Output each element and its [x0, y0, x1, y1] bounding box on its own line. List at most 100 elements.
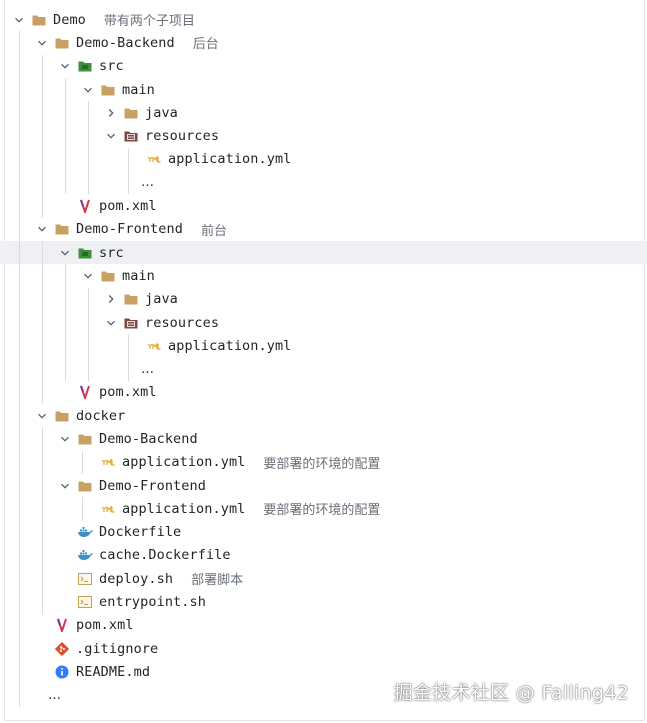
tree-item-label: pom.xml [99, 384, 157, 401]
chevron-down-icon[interactable] [58, 481, 72, 491]
tree-panel-frame [4, 0, 645, 721]
tree-row-demo-backend[interactable]: Demo-Backend 后台 [0, 31, 647, 55]
indent-guide [42, 310, 43, 335]
indent-guide [42, 287, 43, 311]
chevron-right-icon[interactable] [104, 108, 118, 118]
indent-guide [65, 357, 66, 381]
indent-guide [19, 497, 20, 521]
tree-item-label: docker [76, 407, 126, 424]
tree-row-frontend-src[interactable]: src [0, 240, 647, 265]
indent-guide [65, 101, 66, 125]
indent-guide [88, 334, 89, 358]
tree-row-frontend-application-yml[interactable]: application.yml [0, 334, 647, 358]
indent-guide [42, 240, 43, 265]
tree-item-label: application.yml [122, 500, 246, 517]
tree-row-gitignore[interactable]: .gitignore [0, 637, 647, 661]
indent-guide [42, 567, 43, 591]
tree-row-root-more: … [0, 683, 647, 707]
tree-row-docker-backend-application-yml[interactable]: application.yml 要部署的环境的配置 [0, 450, 647, 474]
tree-row-backend-main[interactable]: main [0, 77, 647, 102]
tree-row-dockerfile[interactable]: Dockerfile [0, 520, 647, 544]
tree-row-root-pom[interactable]: pom.xml [0, 613, 647, 638]
tree-row-backend-resources[interactable]: resources [0, 124, 647, 148]
tree-item-label: pom.xml [76, 617, 134, 634]
tree-item-comment: 要部署的环境的配置 [263, 456, 381, 472]
chevron-down-icon[interactable] [35, 411, 49, 421]
tree-row-entrypoint-sh[interactable]: entrypoint.sh [0, 590, 647, 614]
indent-guide [19, 637, 20, 661]
resources-folder-icon [123, 128, 139, 144]
tree-row-docker-demo-backend[interactable]: Demo-Backend [0, 427, 647, 451]
tree-row-readme[interactable]: README.md [0, 660, 647, 684]
chevron-down-icon[interactable] [35, 38, 49, 48]
source-folder-icon [77, 58, 93, 74]
tree-row-frontend-java[interactable]: java [0, 287, 647, 311]
folder-icon [123, 105, 139, 121]
tree-item-label: main [122, 81, 155, 98]
chevron-down-icon[interactable] [58, 434, 72, 444]
chevron-down-icon[interactable] [58, 248, 72, 258]
indent-guide [19, 683, 20, 707]
chevron-right-icon[interactable] [104, 294, 118, 304]
indent-guide [42, 264, 43, 288]
indent-guide [19, 240, 20, 265]
indent-guide [42, 520, 43, 544]
indent-guide [65, 264, 66, 288]
indent-guide [65, 310, 66, 335]
maven-file-icon [77, 198, 93, 214]
tree-row-demo-frontend[interactable]: Demo-Frontend 前台 [0, 217, 647, 241]
indent-guide [42, 380, 43, 405]
indent-guide [88, 287, 89, 311]
chevron-down-icon[interactable] [104, 318, 118, 328]
indent-guide [19, 404, 20, 428]
tree-row-cache-dockerfile[interactable]: cache.Dockerfile [0, 543, 647, 568]
tree-row-demo[interactable]: Demo 带有两个子项目 [0, 8, 647, 31]
ellipsis-label: … [141, 175, 154, 191]
tree-row-frontend-resources[interactable]: resources [0, 310, 647, 335]
indent-guide [65, 77, 66, 102]
tree-item-label: java [145, 291, 178, 308]
tree-row-backend-pom[interactable]: pom.xml [0, 194, 647, 218]
watermark-text: 掘金技术社区 @ Falling42 [393, 682, 629, 704]
chevron-down-icon[interactable] [35, 224, 49, 234]
tree-item-label: main [122, 267, 155, 284]
tree-row-deploy-sh[interactable]: deploy.sh 部署脚本 [0, 567, 647, 591]
folder-icon [100, 268, 116, 284]
yaml-file-icon [100, 454, 116, 470]
tree-row-backend-application-yml[interactable]: application.yml [0, 147, 647, 172]
tree-row-docker-frontend-application-yml[interactable]: application.yml 要部署的环境的配置 [0, 497, 647, 521]
chevron-down-icon[interactable] [58, 61, 72, 71]
indent-guide [19, 427, 20, 451]
indent-guide [88, 147, 89, 172]
chevron-down-icon[interactable] [81, 271, 95, 281]
indent-guide [42, 147, 43, 172]
indent-guide [65, 171, 66, 195]
tree-row-backend-java[interactable]: java [0, 101, 647, 125]
indent-guide [42, 334, 43, 358]
maven-file-icon [54, 617, 70, 633]
indent-guide [19, 194, 20, 218]
indent-guide [128, 171, 129, 195]
chevron-down-icon[interactable] [81, 85, 95, 95]
indent-guide [42, 357, 43, 381]
chevron-down-icon[interactable] [104, 131, 118, 141]
tree-row-frontend-main[interactable]: main [0, 264, 647, 288]
indent-guide [88, 310, 89, 335]
tree-item-label: Demo-Backend [76, 34, 175, 51]
tree-item-label: cache.Dockerfile [99, 547, 231, 564]
tree-item-label: .gitignore [76, 640, 159, 657]
docker-file-icon [77, 547, 93, 563]
tree-item-label: src [99, 244, 124, 261]
tree-row-docker[interactable]: docker [0, 404, 647, 428]
chevron-down-icon[interactable] [12, 15, 26, 25]
indent-guide [65, 124, 66, 148]
tree-row-backend-src[interactable]: src [0, 54, 647, 78]
indent-guide [65, 334, 66, 358]
indent-guide [19, 590, 20, 614]
tree-row-frontend-pom[interactable]: pom.xml [0, 380, 647, 405]
indent-guide [19, 171, 20, 195]
tree-item-label: pom.xml [99, 198, 157, 215]
tree-row-docker-demo-frontend[interactable]: Demo-Frontend [0, 473, 647, 498]
indent-guide [82, 450, 83, 474]
indent-guide [42, 497, 43, 521]
